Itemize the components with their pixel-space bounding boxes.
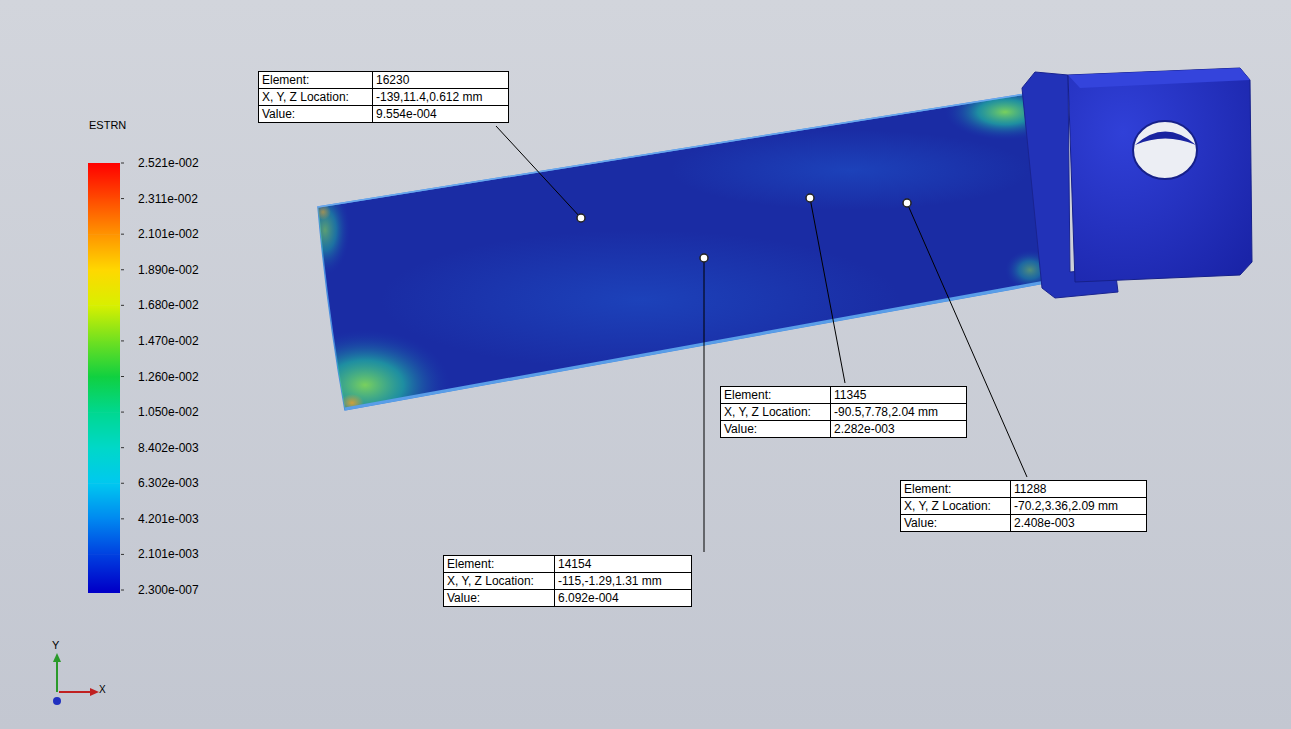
legend-swatch (88, 483, 120, 519)
axis-x (90, 688, 99, 696)
callout-key: X, Y, Z Location: (444, 573, 554, 589)
legend-tick (121, 163, 124, 164)
axis-z (53, 697, 61, 705)
callout-value: 9.554e-004 (373, 106, 508, 122)
legend-value: 1.890e-002 (138, 262, 199, 278)
callout-value: -115,-1.29,1.31 mm (555, 573, 691, 589)
legend-swatch (88, 270, 120, 306)
callout-key: Value: (901, 515, 1010, 531)
root-block (1068, 68, 1250, 88)
callout-key: Element: (444, 556, 554, 572)
legend-swatch (88, 305, 120, 341)
legend-tick (121, 234, 124, 235)
probe-point (577, 214, 585, 222)
axis-label: X (99, 684, 106, 695)
legend-value: 1.680e-002 (138, 297, 199, 313)
legend-tick (121, 590, 124, 591)
leader-line (496, 126, 581, 218)
callout-value: 14154 (555, 556, 691, 572)
probe-point (903, 199, 911, 207)
callout-key: Value: (259, 106, 372, 122)
legend-value: 1.260e-002 (138, 369, 199, 385)
callout-key: Element: (259, 72, 372, 88)
callout-value: -90.5,7.78,2.04 mm (831, 404, 966, 420)
legend-tick (121, 340, 124, 341)
legend-swatch (88, 590, 120, 593)
callout-value: 11288 (1011, 481, 1146, 497)
legend-value: 2.101e-002 (138, 226, 199, 242)
callout-value: 11345 (831, 387, 966, 403)
axis-y (56, 660, 58, 692)
legend-tick (121, 412, 124, 413)
legend-tick (121, 447, 124, 448)
legend-value: 6.302e-003 (138, 475, 199, 491)
probe-callout: Element:16230X, Y, Z Location:-139,11.4,… (258, 71, 509, 123)
probe-point (700, 254, 708, 262)
callout-value: -139,11.4,0.612 mm (373, 89, 508, 105)
blade-edge (345, 282, 1045, 409)
legend-tick (121, 376, 124, 377)
legend-swatch (88, 519, 120, 555)
pin-hole (1133, 121, 1197, 179)
axis-x (59, 691, 92, 693)
callout-key: X, Y, Z Location: (721, 404, 830, 420)
legend-swatch (88, 554, 120, 590)
callout-value: 16230 (373, 72, 508, 88)
root-block (1068, 68, 1252, 282)
leader-line (704, 258, 705, 552)
legend-swatch (88, 199, 120, 235)
callout-key: Value: (721, 421, 830, 437)
legend-swatch (88, 448, 120, 484)
legend-tick (121, 483, 124, 484)
strain-contours (280, 84, 1065, 440)
callout-key: X, Y, Z Location: (259, 89, 372, 105)
legend-value: 8.402e-003 (138, 440, 199, 456)
axis-label: Y (52, 639, 59, 651)
legend-value: 2.521e-002 (138, 155, 199, 171)
callout-key: Value: (444, 590, 554, 606)
pin-hole (1135, 132, 1196, 146)
legend-title: ESTRN (89, 119, 126, 131)
legend-swatch (88, 377, 120, 413)
legend-value: 4.201e-003 (138, 511, 199, 527)
legend-tick (121, 198, 124, 199)
callout-value: 2.282e-003 (831, 421, 966, 437)
legend-swatch (88, 163, 120, 199)
legend-swatch (88, 341, 120, 377)
callout-value: 6.092e-004 (555, 590, 691, 606)
legend-tick (121, 518, 124, 519)
callout-key: X, Y, Z Location: (901, 498, 1010, 514)
probe-callout: Element:11345X, Y, Z Location:-90.5,7.78… (720, 386, 967, 438)
callout-value: -70.2,3.36,2.09 mm (1011, 498, 1146, 514)
probe-callout: Element:14154X, Y, Z Location:-115,-1.29… (443, 555, 692, 607)
callout-key: Element: (901, 481, 1010, 497)
probe-callout: Element:11288X, Y, Z Location:-70.2,3.36… (900, 480, 1147, 532)
leader-line (810, 198, 845, 383)
legend-value: 2.311e-002 (138, 191, 198, 207)
legend-swatch (88, 412, 120, 448)
legend-value: 2.101e-003 (138, 546, 199, 562)
callout-key: Element: (721, 387, 830, 403)
legend-tick (121, 305, 124, 306)
blade-edge (318, 93, 1032, 207)
callout-value: 2.408e-003 (1011, 515, 1146, 531)
legend-value: 1.050e-002 (138, 404, 199, 420)
legend-tick (121, 554, 124, 555)
legend-value: 2.300e-007 (138, 582, 199, 598)
legend-value: 1.470e-002 (138, 333, 199, 349)
axis-y (53, 653, 61, 662)
probe-point (806, 194, 814, 202)
legend-swatch (88, 234, 120, 270)
legend-tick (121, 269, 124, 270)
